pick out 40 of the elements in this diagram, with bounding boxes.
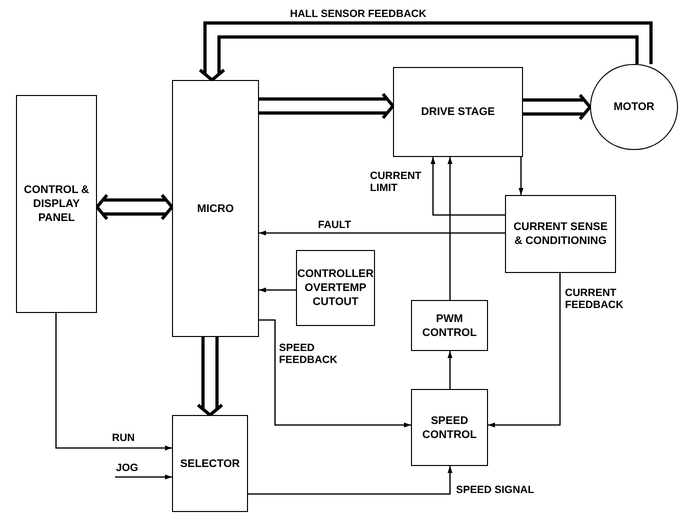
node-label: SPEED CONTROL <box>421 414 478 442</box>
node-label: CONTROL & DISPLAY PANEL <box>22 183 90 225</box>
node-label: CONTROLLER OVERTEMP CUTOUT <box>297 267 374 309</box>
edge-label: CURRENT LIMIT <box>370 170 422 194</box>
panel-box <box>16 95 97 313</box>
arrow <box>259 288 296 292</box>
arrow <box>448 351 452 389</box>
node-label: MOTOR <box>614 100 654 114</box>
node-label: MICRO <box>197 202 234 216</box>
node-label: PWM CONTROL <box>421 312 478 340</box>
node-label: DRIVE STAGE <box>421 105 495 119</box>
edge-label: CURRENT FEEDBACK <box>565 287 624 311</box>
arrow <box>430 157 505 216</box>
arrow <box>518 157 524 195</box>
node-label: CURRENT SENSE & CONDITIONING <box>513 220 608 248</box>
drive-stage-box <box>393 67 523 157</box>
pwm-control-box <box>411 300 488 351</box>
arrow <box>448 157 452 300</box>
overtemp-box <box>296 250 375 326</box>
arrow <box>248 466 452 495</box>
edge-label: HALL SENSOR FEEDBACK <box>290 8 426 20</box>
double-line-arrow <box>257 92 396 120</box>
node-label: SELECTOR <box>180 456 240 470</box>
speed-control-box <box>411 389 488 466</box>
current-sense-box <box>505 195 616 273</box>
edge-label: JOG <box>116 462 138 474</box>
arrow <box>488 273 561 428</box>
arrow <box>55 313 172 450</box>
edge-label: SPEED SIGNAL <box>456 484 534 496</box>
double-line-arrow <box>521 93 592 121</box>
selector-box <box>172 415 248 512</box>
edge-label: SPEED FEEDBACK <box>279 342 338 366</box>
micro-box <box>172 80 259 337</box>
double-line-arrow <box>198 21 653 82</box>
arrow <box>115 474 172 480</box>
edge-label: FAULT <box>318 219 352 231</box>
arrow <box>259 230 505 236</box>
arrow <box>259 319 411 428</box>
double-line-arrow <box>196 335 224 418</box>
edge-label: RUN <box>112 432 135 444</box>
